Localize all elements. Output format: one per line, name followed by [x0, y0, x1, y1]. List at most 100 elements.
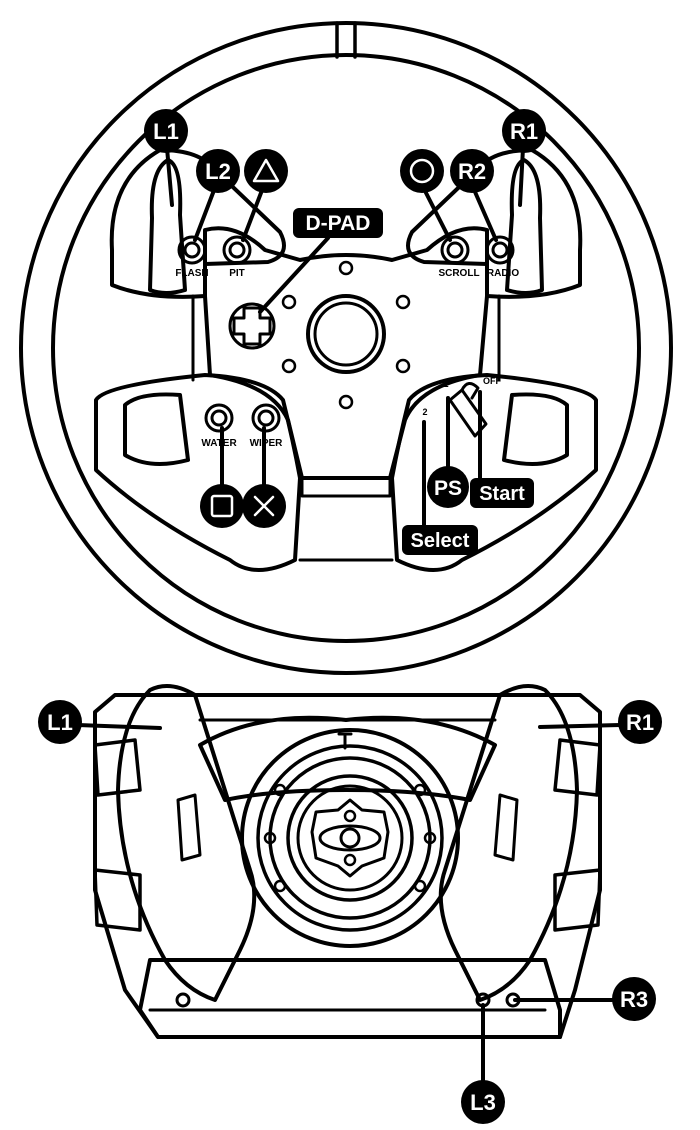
badge-triangle — [244, 149, 288, 193]
button-scroll[interactable] — [440, 235, 470, 265]
quick-release-ring-3 — [268, 756, 432, 920]
base-screw-left — [175, 992, 191, 1008]
center-boss-outer — [306, 294, 386, 374]
badge-bottom-r3: R3 — [612, 977, 656, 1021]
leader-bottom-l1 — [76, 723, 162, 730]
leader-r2 — [470, 183, 498, 242]
button-scroll-cap — [446, 241, 464, 259]
center-boss-inner — [313, 301, 379, 367]
leader-lines-bottom — [76, 723, 622, 1084]
badge-bottom-r3-label: R3 — [620, 987, 648, 1012]
wheel-hub-body — [203, 226, 489, 480]
dpad-ring — [228, 302, 276, 350]
leader-bottom-r1 — [538, 723, 622, 729]
badge-r2: R2 — [450, 149, 494, 193]
quick-release-ring-4 — [286, 774, 414, 902]
triangle-icon — [252, 158, 280, 183]
cross-icon — [253, 495, 275, 517]
badge-start-bg — [470, 478, 534, 508]
quick-release-ring-2 — [256, 744, 444, 932]
hub-frame — [198, 715, 497, 802]
badge-r1-bg — [502, 109, 546, 153]
text-switch-1: 1 — [443, 379, 448, 389]
lower-left-cut — [123, 392, 190, 466]
mode-switch[interactable] — [448, 382, 488, 438]
bolt — [338, 394, 354, 410]
badge-dpad-label: D-PAD — [306, 212, 371, 235]
cog-center-ellipse — [318, 824, 382, 852]
badge-select-label: Select — [411, 530, 470, 552]
ring-bolt — [413, 783, 427, 797]
dpad-control[interactable] — [228, 302, 276, 350]
wheel-rim-outer — [19, 21, 673, 675]
text-switch-2: 2 — [422, 407, 427, 417]
paddle-rear-left[interactable] — [116, 684, 257, 1002]
badge-l1: L1 — [144, 109, 188, 153]
badge-ps-label: PS — [434, 477, 462, 500]
button-radio-ring — [485, 235, 515, 265]
leader-triangle — [241, 183, 266, 242]
button-wiper[interactable] — [251, 403, 281, 433]
badge-bottom-l1-bg — [38, 700, 82, 744]
badge-cross — [242, 484, 286, 528]
ring-bolt — [273, 783, 287, 797]
hub-bottom-connector — [300, 476, 392, 498]
badge-square-bg — [200, 484, 244, 528]
badge-bottom-r1-bg — [618, 700, 662, 744]
button-radio[interactable] — [485, 235, 515, 265]
button-flash-ring — [177, 235, 207, 265]
badge-bottom-l1-label: L1 — [47, 710, 73, 735]
hub-printed-text: FLASH PIT SCROLL RADIO WATER WIPER 1 2 O… — [175, 268, 519, 449]
button-flash[interactable] — [177, 235, 207, 265]
button-water[interactable] — [204, 403, 234, 433]
paddle-rear-right[interactable] — [438, 684, 579, 1002]
button-pit-cap — [228, 241, 246, 259]
square-icon — [210, 494, 234, 518]
quick-release-ring-5 — [296, 784, 404, 892]
ring-bolts — [263, 783, 437, 893]
badge-bottom-r1-label: R1 — [626, 710, 654, 735]
paddle-rear-right-slot — [493, 793, 519, 862]
badge-circle — [400, 149, 444, 193]
button-water-cap — [210, 409, 228, 427]
badge-circle-bg — [400, 149, 444, 193]
side-block-right — [553, 738, 602, 932]
spoke-upper-left — [109, 148, 286, 299]
badge-r2-bg — [450, 149, 494, 193]
ring-bolt — [273, 879, 287, 893]
wheel-rear-view — [93, 684, 602, 1039]
badge-square — [200, 484, 244, 528]
leader-circle — [420, 183, 452, 242]
button-pit[interactable] — [222, 235, 252, 265]
cog-small-hole-top — [343, 809, 357, 823]
bolt — [395, 294, 411, 310]
hub-bolts — [281, 260, 411, 410]
badge-ps: PS — [427, 466, 469, 508]
badge-ps-bg — [427, 466, 469, 508]
badge-bottom-r3-bg — [612, 977, 656, 1021]
button-radio-cap — [491, 241, 509, 259]
badge-r2-label: R2 — [458, 159, 486, 184]
text-water: WATER — [201, 438, 237, 449]
mode-switch-knob — [460, 382, 480, 400]
wheel-rim-inner — [51, 53, 641, 643]
badge-start: Start — [470, 478, 534, 508]
badge-bottom-r1: R1 — [618, 700, 662, 744]
text-radio: RADIO — [487, 268, 519, 279]
cog-center-hole — [339, 827, 361, 849]
bolt — [395, 358, 411, 374]
text-wiper: WIPER — [250, 438, 284, 449]
paddle-rear-left-slot — [176, 793, 202, 862]
quick-release-ring-1 — [240, 728, 460, 948]
badge-l2-label: L2 — [205, 159, 231, 184]
badge-l2-bg — [196, 149, 240, 193]
leader-lines-top — [165, 146, 525, 527]
badge-r1-label: R1 — [510, 119, 538, 144]
badge-bottom-l3-label: L3 — [470, 1090, 496, 1115]
badge-start-label: Start — [479, 483, 525, 505]
bolt — [338, 260, 354, 276]
button-flash-cap — [183, 241, 201, 259]
paddle-left-outline — [148, 158, 187, 295]
badge-select: Select — [402, 525, 478, 555]
badge-dpad: D-PAD — [293, 208, 383, 238]
